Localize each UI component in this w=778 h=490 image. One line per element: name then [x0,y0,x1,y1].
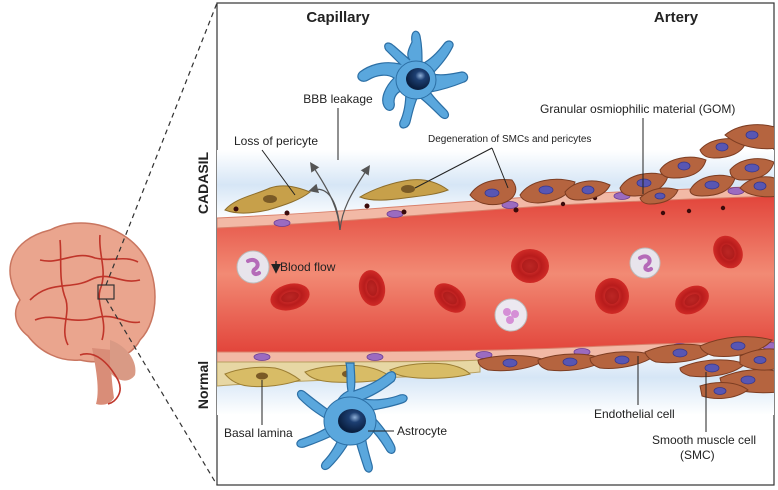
label-smc-line2: (SMC) [680,448,715,462]
label-degeneration: Degeneration of SMCs and pericytes [428,134,591,145]
label-gom: Granular osmiophilic material (GOM) [540,102,735,116]
smooth-muscle-cells-bottom [477,336,774,399]
bbb-leakage-arrows [308,162,370,231]
side-label-normal: Normal [195,361,211,409]
label-astrocyte: Astrocyte [397,424,447,438]
header-capillary: Capillary [306,9,370,26]
label-blood-flow: Blood flow [280,260,336,274]
label-basal-lamina: Basal lamina [224,426,293,440]
zoom-lines [105,2,218,486]
rbc [595,278,629,314]
label-loss-of-pericyte: Loss of pericyte [234,134,318,148]
rbc [358,270,386,306]
leader-degeneration-pericyte [414,147,493,189]
smc-nuclei-top [484,130,767,200]
wbc [629,247,661,279]
rbc [270,283,310,311]
label-bbb-leakage: BBB leakage [303,92,373,106]
rbc [511,249,549,283]
side-label-cadasil: CADASIL [195,151,211,214]
red-blood-cells [270,235,743,315]
rbc [675,285,709,315]
white-blood-cells [236,247,661,332]
endothelium-top [217,185,774,229]
blood-flow-label-group: Blood flow [271,260,336,274]
smc-nuclei-bottom [502,341,767,395]
pericytes-top [224,179,450,214]
rbc [713,235,743,269]
wbc [494,298,528,332]
astrocyte-top [357,30,469,129]
vessel-lumen [217,196,774,352]
endothelial-nuclei-top [273,187,745,227]
astrocyte-bottom [296,362,408,473]
brain-illustration [9,222,156,405]
label-smc-line1: Smooth muscle cell [652,433,756,447]
rbc [434,283,466,313]
wbc [236,250,270,284]
header-artery: Artery [654,9,699,26]
leader-loss-of-pericyte [261,149,296,196]
leader-degeneration-smc [491,147,509,189]
label-endothelial-cell: Endothelial cell [594,407,675,421]
